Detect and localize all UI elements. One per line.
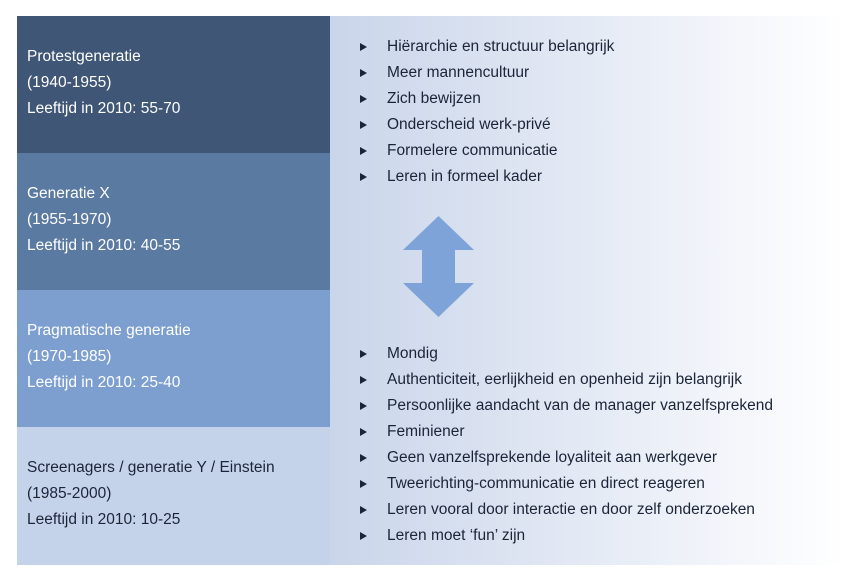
trait-text: Geen vanzelfsprekende loyaliteit aan wer… — [387, 449, 717, 466]
trait-text: Leren in formeel kader — [387, 168, 543, 185]
generation-column: Protestgeneratie (1940-1955) Leeftijd in… — [17, 16, 330, 565]
generation-box-protest: Protestgeneratie (1940-1955) Leeftijd in… — [17, 16, 330, 153]
generation-name: Screenagers / generatie Y / Einstein — [27, 459, 275, 476]
trait-text: Formelere communicatie — [387, 142, 558, 159]
bullet-triangle-icon — [360, 428, 367, 436]
trait-text: Leren vooral door interactie en door zel… — [387, 501, 755, 518]
bullet-triangle-icon — [360, 506, 367, 514]
double-arrow-icon — [403, 216, 474, 317]
traits-list-older: Hiërarchie en structuur belangrijk Meer … — [330, 34, 846, 190]
generation-age: Leeftijd in 2010: 55-70 — [27, 100, 181, 117]
list-item: Formelere communicatie — [330, 138, 846, 164]
bullet-triangle-icon — [360, 95, 367, 103]
generation-box-screenagers: Screenagers / generatie Y / Einstein (19… — [17, 427, 330, 565]
trait-text: Onderscheid werk-privé — [387, 116, 551, 133]
list-item: Leren vooral door interactie en door zel… — [330, 497, 846, 523]
bullet-triangle-icon — [360, 532, 367, 540]
bullet-triangle-icon — [360, 121, 367, 129]
list-item: Leren moet ‘fun’ zijn — [330, 523, 846, 549]
bullet-triangle-icon — [360, 376, 367, 384]
list-item: Geen vanzelfsprekende loyaliteit aan wer… — [330, 445, 846, 471]
generation-age: Leeftijd in 2010: 25-40 — [27, 374, 181, 391]
list-item: Feminiener — [330, 419, 846, 445]
bullet-triangle-icon — [360, 402, 367, 410]
generation-box-x: Generatie X (1955-1970) Leeftijd in 2010… — [17, 153, 330, 290]
trait-text: Feminiener — [387, 423, 465, 440]
generation-years: (1955-1970) — [27, 211, 112, 228]
list-item: Onderscheid werk-privé — [330, 112, 846, 138]
generation-age: Leeftijd in 2010: 10-25 — [27, 511, 181, 528]
generation-years: (1970-1985) — [27, 348, 112, 365]
traits-list-younger: Mondig Authenticiteit, eerlijkheid en op… — [330, 341, 846, 549]
trait-text: Zich bewijzen — [387, 90, 481, 107]
trait-text: Persoonlijke aandacht van de manager van… — [387, 397, 774, 414]
generation-name: Pragmatische generatie — [27, 322, 191, 339]
list-item: Mondig — [330, 341, 846, 367]
bullet-triangle-icon — [360, 147, 367, 155]
bullet-triangle-icon — [360, 43, 367, 51]
trait-text: Leren moet ‘fun’ zijn — [387, 527, 526, 544]
list-item: Authenticiteit, eerlijkheid en openheid … — [330, 367, 846, 393]
trait-text: Tweerichting-communicatie en direct reag… — [387, 475, 705, 492]
list-item: Persoonlijke aandacht van de manager van… — [330, 393, 846, 419]
trait-text: Mondig — [387, 345, 438, 362]
list-item: Meer mannencultuur — [330, 60, 846, 86]
list-item: Leren in formeel kader — [330, 164, 846, 190]
generation-name: Protestgeneratie — [27, 48, 141, 65]
bullet-triangle-icon — [360, 350, 367, 358]
trait-text: Authenticiteit, eerlijkheid en openheid … — [387, 371, 743, 388]
trait-text: Meer mannencultuur — [387, 64, 530, 81]
list-item: Hiërarchie en structuur belangrijk — [330, 34, 846, 60]
list-item: Zich bewijzen — [330, 86, 846, 112]
generation-box-pragmatic: Pragmatische generatie (1970-1985) Leeft… — [17, 290, 330, 427]
trait-text: Hiërarchie en structuur belangrijk — [387, 38, 615, 55]
bullet-triangle-icon — [360, 69, 367, 77]
list-item: Tweerichting-communicatie en direct reag… — [330, 471, 846, 497]
bullet-triangle-icon — [360, 454, 367, 462]
double-arrow-shape — [403, 216, 474, 317]
generation-years: (1985-2000) — [27, 485, 112, 502]
bullet-triangle-icon — [360, 480, 367, 488]
bullet-triangle-icon — [360, 173, 367, 181]
generation-name: Generatie X — [27, 185, 110, 202]
generation-age: Leeftijd in 2010: 40-55 — [27, 237, 181, 254]
generation-years: (1940-1955) — [27, 74, 112, 91]
